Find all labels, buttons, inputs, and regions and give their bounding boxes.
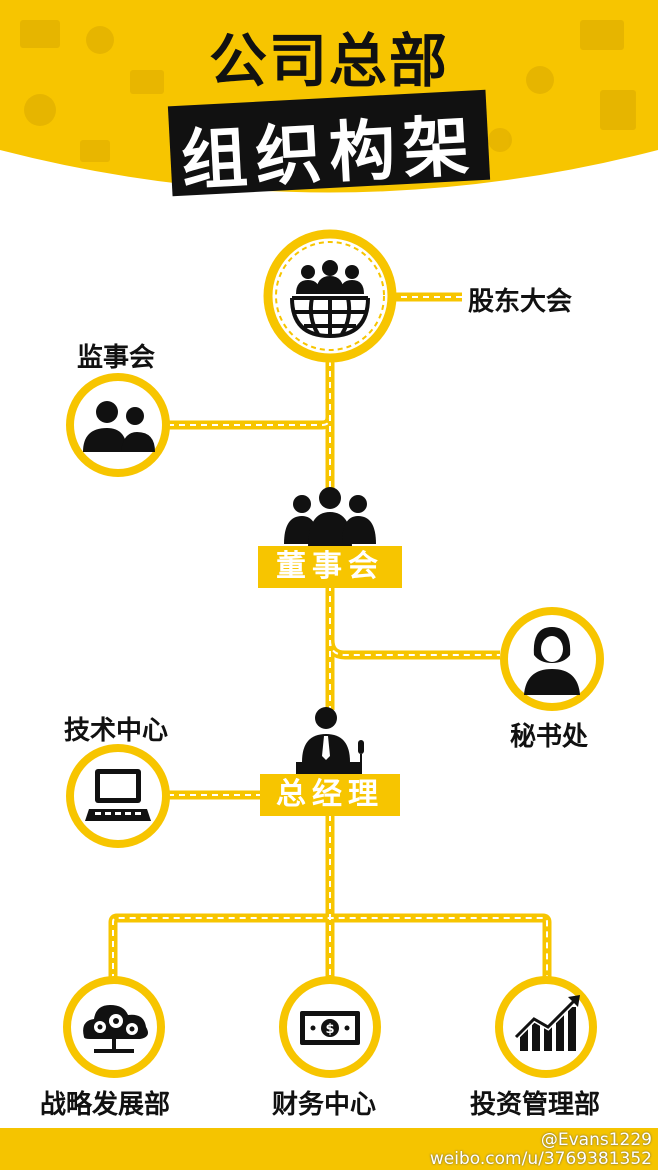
header-background [0,0,658,193]
tech-center-label: 技术中心 [64,716,169,746]
people-globe-icon [263,229,397,363]
general-manager-banner: 总经理 [260,774,400,816]
growth-chart-icon [495,976,597,1078]
computer-icon [66,744,170,848]
two-people-icon [66,373,170,477]
strategy-label: 战略发展部 [40,1090,171,1120]
cloud-gears-icon [63,976,165,1078]
money-icon: $ [279,976,381,1078]
board-banner: 董事会 [258,546,402,588]
footer-bar [0,1128,658,1170]
woman-icon [500,607,604,711]
group-icon [284,487,376,548]
weibo-handle: @Evans1229 [540,1130,652,1150]
investment-label: 投资管理部 [470,1090,601,1120]
finance-label: 财务中心 [272,1090,377,1120]
supervisors-label: 监事会 [77,343,156,373]
weibo-url: weibo.com/u/3769381352 [429,1149,652,1169]
shareholders-label: 股东大会 [468,287,573,317]
speaker-podium-icon [296,707,364,774]
svg-text:$: $ [325,1022,334,1037]
page-title: 公司总部 [208,27,449,95]
secretary-label: 秘书处 [510,722,589,752]
